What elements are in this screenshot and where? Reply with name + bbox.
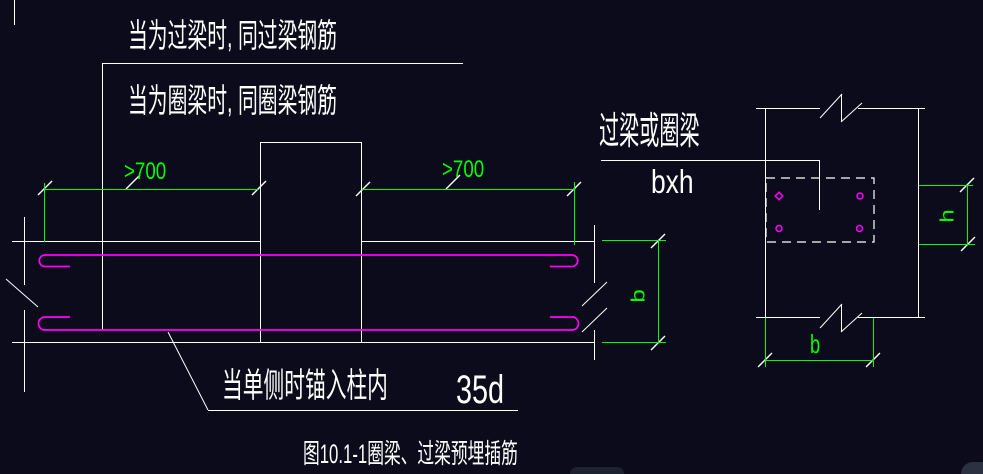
rebar-dot — [856, 192, 864, 200]
rebar-lines — [37, 254, 580, 331]
dim-label-beam-b: b — [627, 289, 650, 303]
rebar-bottom-bar — [37, 316, 580, 331]
break-line-right — [581, 225, 608, 360]
dimension-lines — [44, 182, 975, 367]
section-break-top — [819, 93, 863, 123]
tick — [125, 174, 141, 190]
structure-lines — [5, 0, 925, 411]
dim-label-section-h: h — [936, 209, 959, 223]
beam-label: 过梁或圈梁 — [599, 111, 700, 153]
beam-label-leader — [601, 160, 820, 210]
tick — [445, 174, 461, 190]
rebar-section-dots — [774, 191, 864, 233]
corner-artifact — [961, 462, 983, 474]
anchor-note-leader — [167, 331, 518, 411]
note-lintel: 当为过梁时, 同过梁钢筋 — [128, 17, 338, 54]
dim-label-right-700: >700 — [442, 156, 485, 183]
embedded-beam-dashed-outline — [765, 177, 875, 243]
rebar-top-bar — [38, 254, 579, 268]
dim-label-left-700: >700 — [124, 158, 167, 185]
anchor-length-label: 35d — [456, 368, 505, 412]
tick — [251, 180, 267, 196]
anchor-note: 当单侧时锚入柱内 — [222, 367, 388, 405]
rebar-dot — [775, 224, 783, 233]
note-ring-beam: 当为圈梁时, 同圈梁钢筋 — [128, 82, 338, 119]
dim-label-section-b: b — [810, 329, 821, 359]
break-line-left — [5, 217, 39, 392]
section-break-bottom — [819, 303, 863, 333]
rebar-dot — [774, 191, 784, 201]
watermark-artifact — [570, 467, 624, 474]
beam-section-size-label: bxh — [651, 163, 694, 200]
rebar-dot — [855, 224, 864, 233]
figure-caption: 图10.1-1圈梁、过梁预埋插筋 — [303, 439, 518, 469]
dimension-ticks — [37, 174, 976, 368]
